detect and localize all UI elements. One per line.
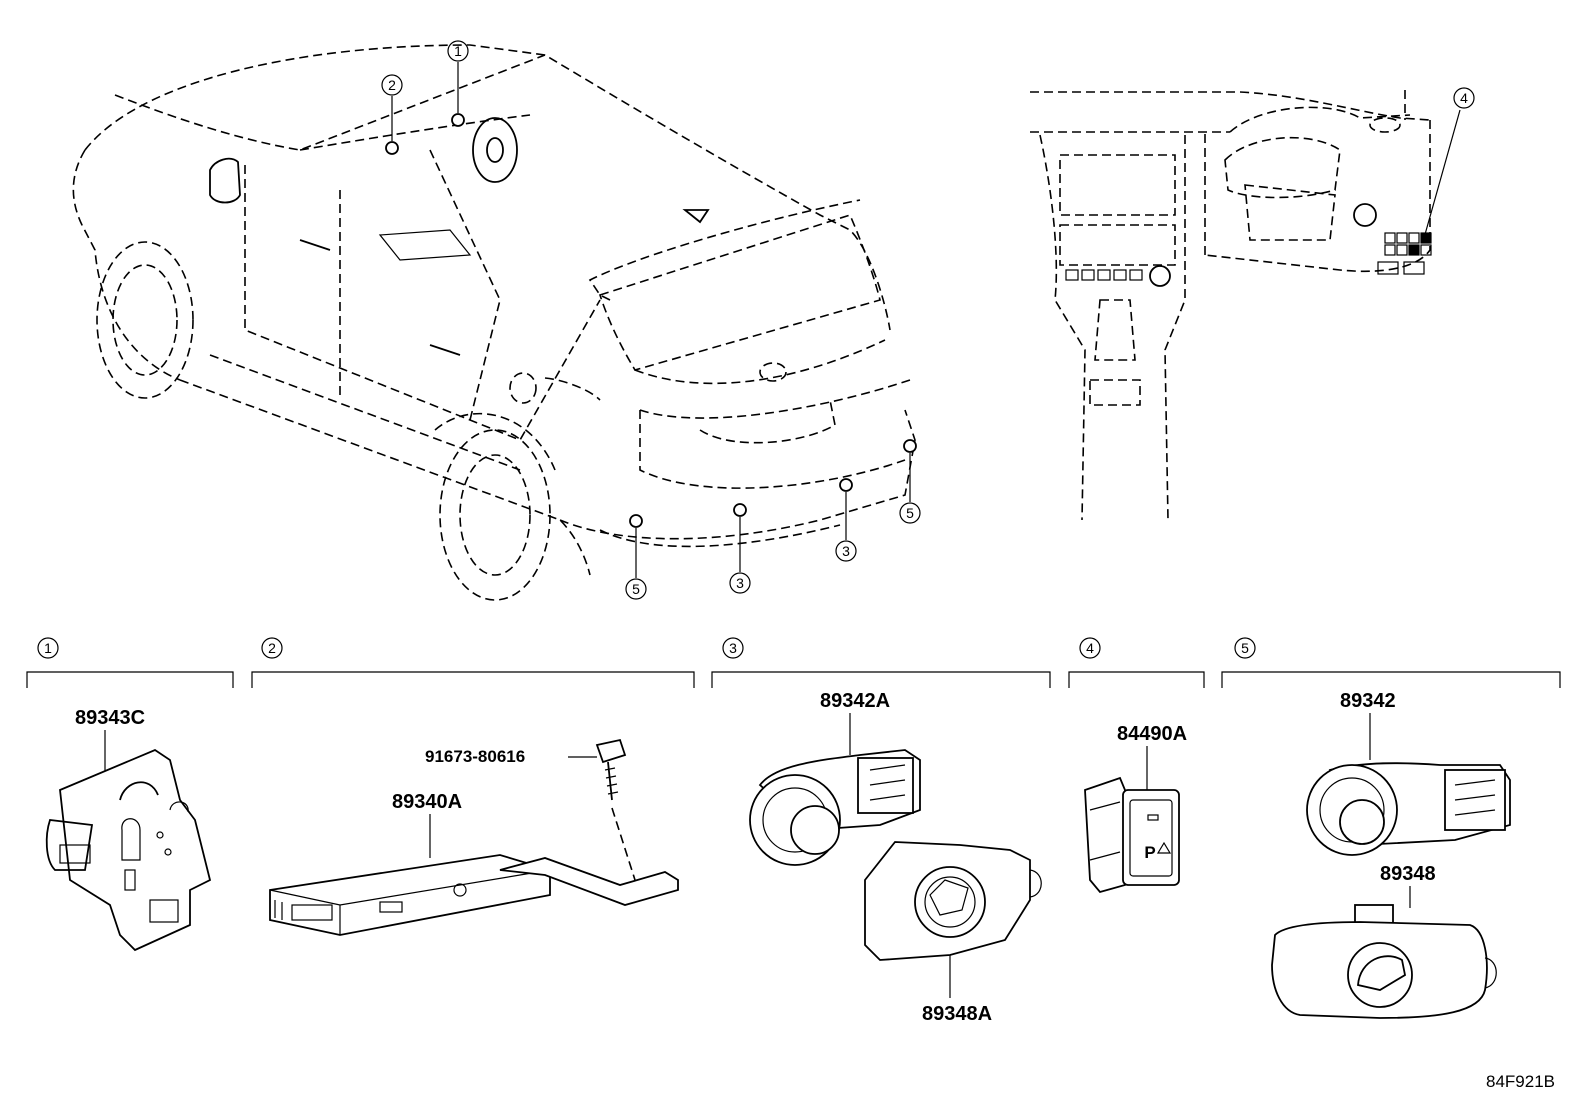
callout-circle-3b <box>835 540 857 562</box>
part-label-89342: 89342 <box>1340 690 1396 712</box>
part-84490A: 84490A P <box>1084 723 1187 894</box>
svg-text:1: 1 <box>44 640 52 656</box>
sensor-marker-1 <box>451 113 465 127</box>
callout-number-4: 4 <box>1460 90 1468 106</box>
part-91673-80616: 91673-80616 <box>425 738 636 881</box>
callout-circle-1 <box>447 40 469 62</box>
section-headers: 1 2 3 4 5 <box>26 637 1561 688</box>
callout-circle-5a <box>625 578 647 600</box>
vehicle-callouts: 1 2 3 3 5 5 <box>381 40 921 600</box>
part-label-89343C: 89343C <box>75 707 145 729</box>
callout-number-5a: 5 <box>632 581 640 597</box>
svg-text:3: 3 <box>729 640 737 656</box>
callout-circle-5b <box>899 502 921 524</box>
drawing-reference: 84F921B <box>1486 1072 1555 1091</box>
callout-number-5b: 5 <box>906 505 914 521</box>
part-label-89342A: 89342A <box>820 690 890 712</box>
sensor-marker-3b <box>839 478 853 492</box>
callout-number-3a: 3 <box>736 575 744 591</box>
part-89348A: 89348A <box>864 841 1042 1025</box>
part-89342: 89342 <box>1306 690 1511 856</box>
part-89340A: 89340A <box>269 791 679 936</box>
section-header-2: 2 <box>251 637 695 688</box>
part-label-89348A: 89348A <box>922 1003 992 1025</box>
part-label-89348: 89348 <box>1380 863 1436 885</box>
switch-p-symbol: P <box>1144 843 1155 862</box>
svg-text:4: 4 <box>1086 640 1094 656</box>
svg-text:2: 2 <box>268 640 276 656</box>
part-label-91673-80616: 91673-80616 <box>425 747 525 766</box>
section-header-1: 1 <box>26 637 234 688</box>
callout-circle-4 <box>1453 87 1475 109</box>
callout-number-3b: 3 <box>842 543 850 559</box>
section-header-5: 5 <box>1221 637 1561 688</box>
part-label-89340A: 89340A <box>392 791 462 813</box>
callout-circle-3a <box>729 572 751 594</box>
callout-number-2: 2 <box>388 77 396 93</box>
section-header-4: 4 <box>1068 637 1205 688</box>
callout-circle-2 <box>381 74 403 96</box>
part-label-84490A: 84490A <box>1117 723 1187 745</box>
part-89342A: 89342A <box>749 690 921 866</box>
vehicle-illustration <box>72 44 916 601</box>
dashboard-illustration: 4 <box>1030 87 1475 521</box>
part-89348: 89348 <box>1271 863 1497 1019</box>
callout-number-1: 1 <box>454 43 462 59</box>
sensor-marker-2 <box>385 141 399 155</box>
part-89343C: 89343C <box>45 707 212 952</box>
svg-text:5: 5 <box>1241 640 1249 656</box>
section-header-3: 3 <box>711 637 1051 688</box>
sensor-marker-5a <box>629 514 643 528</box>
sensor-marker-5b <box>903 439 917 453</box>
sensor-marker-3a <box>733 503 747 517</box>
